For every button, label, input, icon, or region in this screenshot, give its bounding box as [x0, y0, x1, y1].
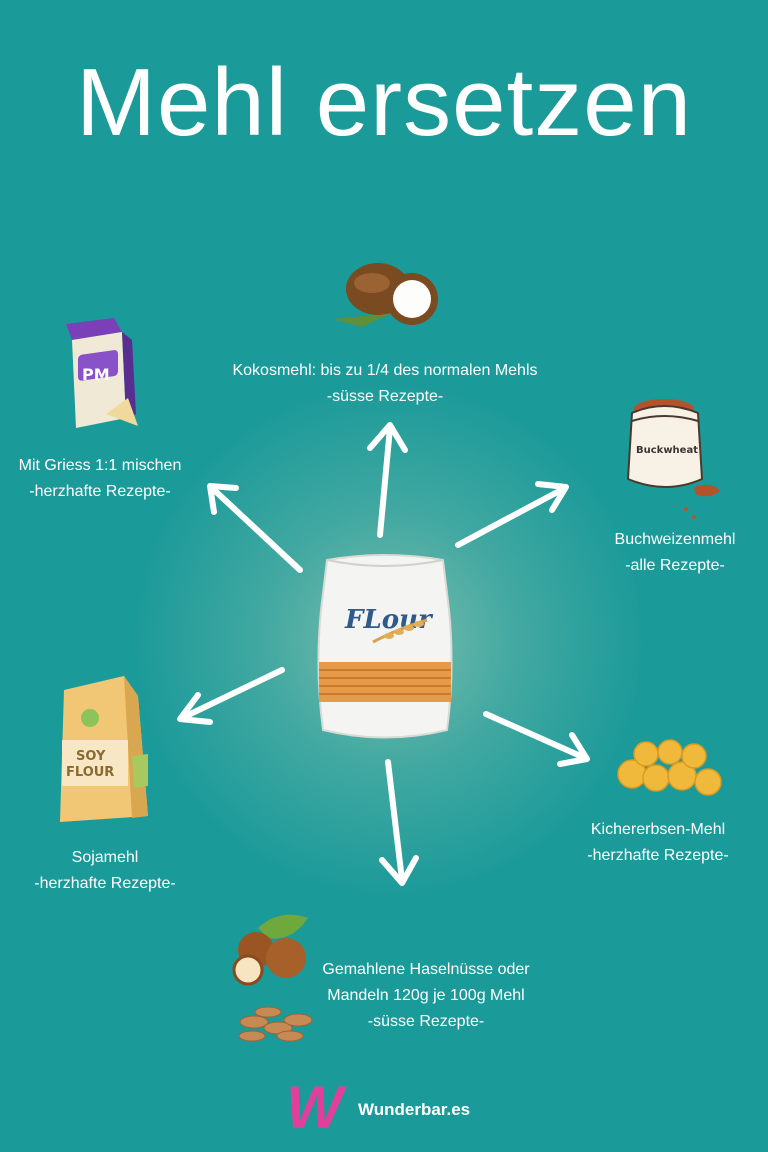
semolina-box-icon: PM: [66, 318, 138, 428]
label-buchweizen-line1: Buchweizenmehl: [614, 531, 736, 548]
soy-bag-label-line2: FLOUR: [66, 765, 114, 780]
label-nuesse-line2: Mandeln 120g je 100g Mehl: [327, 987, 525, 1004]
brand-name: Wunderbar.es: [358, 1100, 471, 1119]
label-buchweizen-line2: -alle Rezepte-: [625, 557, 725, 574]
soy-flour-bag-icon: SOY FLOUR: [60, 676, 148, 822]
label-kokos: Kokosmehl: bis zu 1/4 des normalen Mehls…: [170, 358, 600, 410]
label-nuesse-line1: Gemahlene Haselnüsse oder: [322, 961, 530, 978]
label-griess: Mit Griess 1:1 mischen -herzhafte Rezept…: [0, 453, 200, 505]
flour-bag-label: FLour: [344, 605, 434, 635]
buckwheat-sack-icon: Buckwheat: [626, 399, 720, 519]
arrow-to-griess: [207, 483, 303, 573]
semolina-box-label: PM: [82, 365, 110, 384]
label-kokos-line2: -süsse Rezepte-: [326, 388, 444, 405]
label-nuesse: Gemahlene Haselnüsse oder Mandeln 120g j…: [310, 957, 542, 1035]
label-soja-line2: -herzhafte Rezepte-: [34, 875, 176, 892]
label-soja: Sojamehl -herzhafte Rezepte-: [10, 845, 200, 897]
chickpeas-icon: [617, 739, 722, 796]
soy-bag-label-line1: SOY: [76, 749, 106, 764]
label-griess-line2: -herzhafte Rezepte-: [29, 483, 171, 500]
page-title: Mehl ersetzen: [76, 49, 692, 156]
arrow-to-buchweizen: [455, 481, 569, 548]
arrow-to-nuesse: [379, 759, 419, 886]
nuts-icon: [232, 914, 313, 1042]
label-buchweizen: Buchweizenmehl -alle Rezepte-: [590, 527, 760, 579]
arrow-to-kichererbsen: [483, 711, 590, 767]
label-kokos-line1: Kokosmehl: bis zu 1/4 des normalen Mehls: [232, 362, 538, 379]
label-soja-line1: Sojamehl: [71, 849, 139, 866]
label-kichererbsen: Kichererbsen-Mehl -herzhafte Rezepte-: [568, 817, 748, 869]
label-nuesse-line3: -süsse Rezepte-: [367, 1013, 485, 1030]
coconut-icon: [332, 263, 438, 327]
label-kichererbsen-line1: Kichererbsen-Mehl: [590, 821, 726, 838]
arrow-to-soja: [177, 667, 285, 725]
buckwheat-sack-label: Buckwheat: [636, 445, 698, 456]
label-kichererbsen-line2: -herzhafte Rezepte-: [587, 847, 729, 864]
arrow-to-kokos: [367, 422, 408, 538]
brand-logo: W Wunderbar.es: [286, 1074, 486, 1141]
label-griess-line1: Mit Griess 1:1 mischen: [18, 457, 182, 474]
flour-bag-icon: FLour: [317, 554, 453, 739]
brand-mark: W: [286, 1074, 343, 1141]
